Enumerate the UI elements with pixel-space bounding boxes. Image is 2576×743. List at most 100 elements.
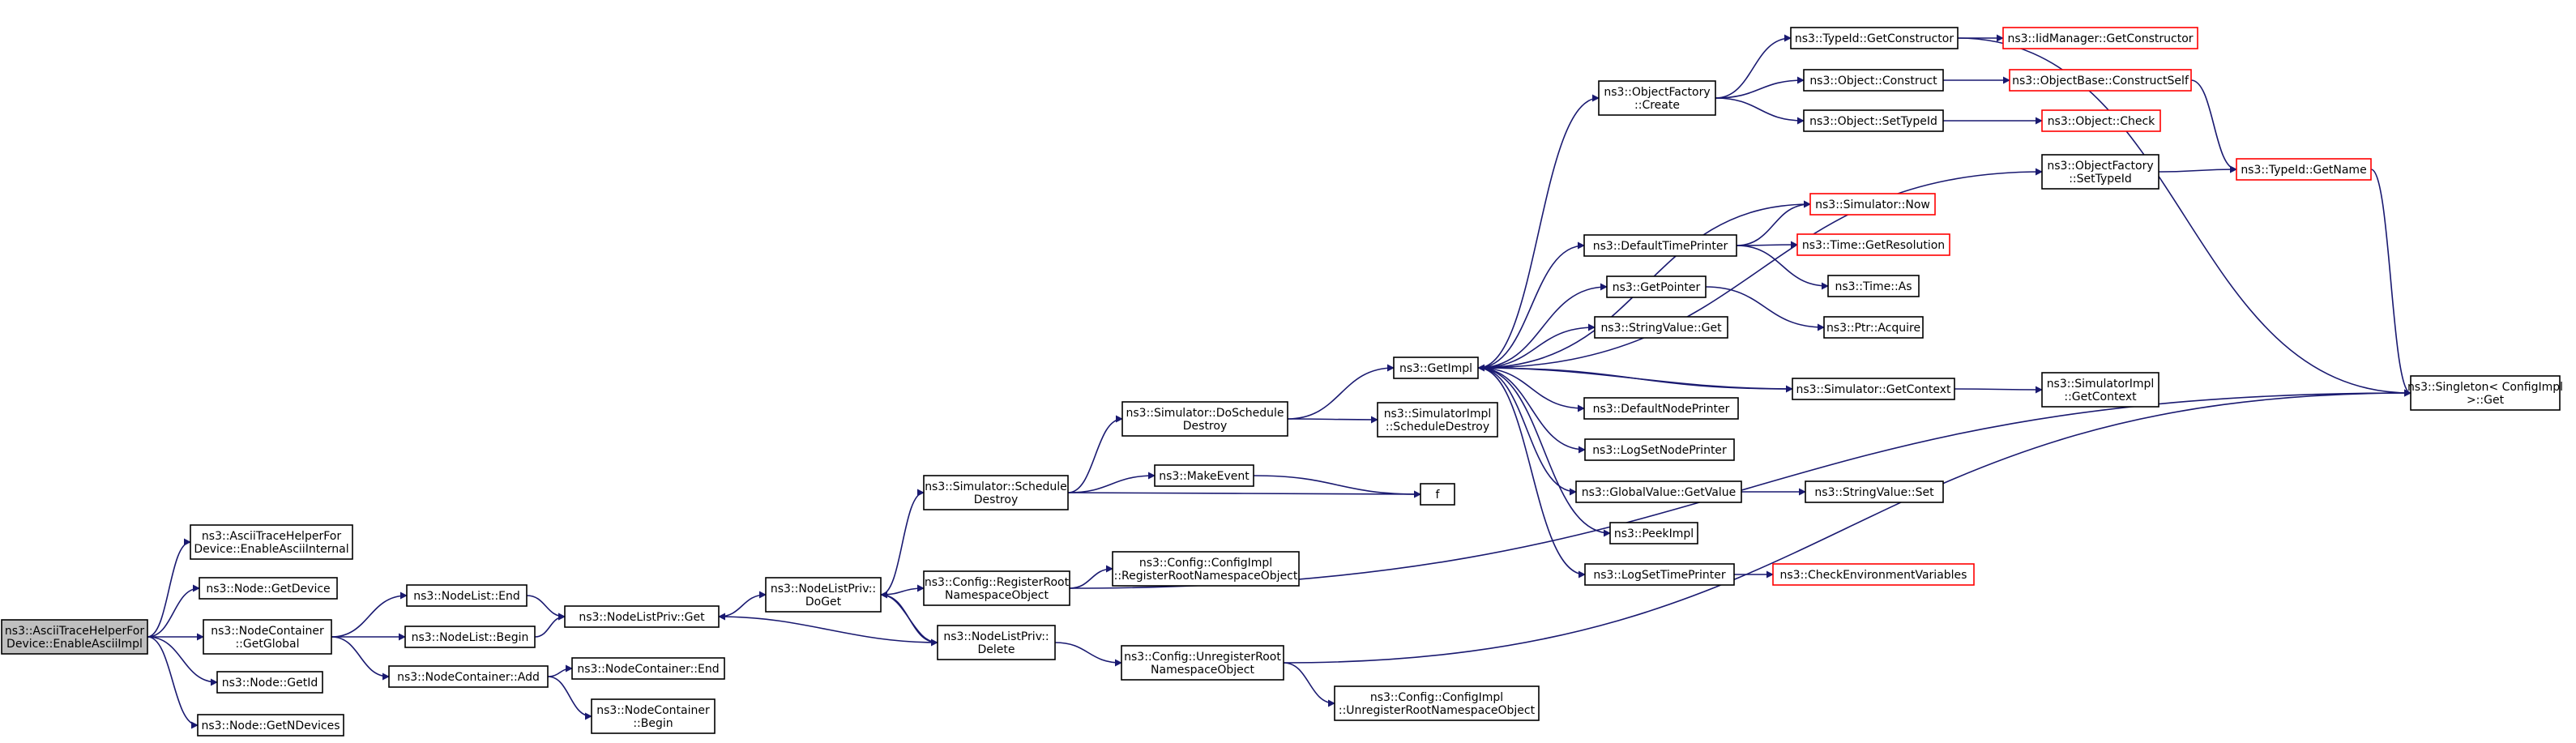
edge-make-event-to-f xyxy=(1253,475,1421,498)
node-object-factory-set-type-id[interactable]: ns3::ObjectFactory::SetTypeId xyxy=(2041,154,2159,190)
node-f[interactable]: f xyxy=(1420,483,1455,506)
node-label-line: ns3::NodeListPriv:: xyxy=(771,583,876,596)
node-box xyxy=(937,625,1056,660)
node-box xyxy=(406,584,528,607)
node-node-get-ndevices[interactable]: ns3::Node::GetNDevices xyxy=(197,714,344,737)
node-node-list-priv-delete[interactable]: ns3::NodeListPriv::Delete xyxy=(937,625,1056,660)
node-label-line: ns3::TypeId::GetConstructor xyxy=(1795,32,1954,45)
node-label-line: ns3::Time::GetResolution xyxy=(1802,239,1945,252)
node-peek-impl[interactable]: ns3::PeekImpl xyxy=(1609,522,1698,544)
node-make-event[interactable]: ns3::MakeEvent xyxy=(1154,464,1254,487)
node-log-set-time-printer[interactable]: ns3::LogSetTimePrinter xyxy=(1584,563,1735,586)
node-log-set-node-printer[interactable]: ns3::LogSetNodePrinter xyxy=(1584,438,1735,461)
node-box xyxy=(1823,316,1924,339)
edge-object-factory-create-to-object-set-type-id xyxy=(1715,97,1805,125)
node-box xyxy=(1584,563,1735,586)
node-node-list-begin[interactable]: ns3::NodeList::Begin xyxy=(404,626,536,648)
node-box xyxy=(1790,27,1959,49)
node-object-construct[interactable]: ns3::Object::Construct xyxy=(1803,69,1944,92)
node-node-get-device[interactable]: ns3::Node::GetDevice xyxy=(199,577,338,600)
node-box xyxy=(1606,275,1707,298)
node-object-factory-create[interactable]: ns3::ObjectFactory::Create xyxy=(1598,80,1716,116)
node-label-line: ns3::Node::GetDevice xyxy=(206,583,330,596)
node-default-time-printer[interactable]: ns3::DefaultTimePrinter xyxy=(1583,234,1737,257)
node-node-container-begin[interactable]: ns3::NodeContainer::Begin xyxy=(591,698,716,734)
node-box xyxy=(1334,685,1540,721)
edge-get-pointer-to-ptr-acquire xyxy=(1705,286,1825,331)
node-label-line: ns3::LogSetTimePrinter xyxy=(1593,569,1726,582)
node-node-list-priv-get[interactable]: ns3::NodeListPriv::Get xyxy=(564,605,720,628)
edge-simulator-schedule-destroy-to-f xyxy=(1067,490,1421,498)
node-label-line: ns3::Config::ConfigImpl xyxy=(1370,691,1503,704)
node-box xyxy=(1583,234,1737,257)
node-label-line: DoGet xyxy=(805,596,842,608)
node-time-get-resolution[interactable]: ns3::Time::GetResolution xyxy=(1796,233,1950,256)
node-check-environment-variables[interactable]: ns3::CheckEnvironmentVariables xyxy=(1772,563,1975,586)
node-box xyxy=(1803,69,1944,92)
node-node-list-priv-do-get[interactable]: ns3::NodeListPriv::DoGet xyxy=(765,577,882,613)
node-node-list-end[interactable]: ns3::NodeList::End xyxy=(406,584,528,607)
node-object-base-construct-self[interactable]: ns3::ObjectBase::ConstructSelf xyxy=(2009,69,2192,92)
node-box xyxy=(1112,551,1300,587)
node-node-container-end[interactable]: ns3::NodeContainer::End xyxy=(571,657,725,680)
node-label-line: ns3::NodeContainer::Add xyxy=(397,671,540,684)
node-config-impl-register-root[interactable]: ns3::Config::ConfigImpl::RegisterRootNam… xyxy=(1112,551,1300,587)
node-type-id-get-constructor[interactable]: ns3::TypeId::GetConstructor xyxy=(1790,27,1959,49)
edge-node-list-priv-get-to-node-list-priv-do-get xyxy=(718,591,767,617)
node-box xyxy=(190,524,353,560)
node-config-register-root[interactable]: ns3::Config::RegisterRootNamespaceObject xyxy=(923,570,1070,606)
node-ptr-acquire[interactable]: ns3::Ptr::Acquire xyxy=(1823,316,1924,339)
node-global-value-get-value[interactable]: ns3::GlobalValue::GetValue xyxy=(1575,480,1742,503)
node-box xyxy=(2410,375,2561,411)
edge-type-id-get-name-to-singleton-get xyxy=(2370,169,2412,397)
node-node-get-id[interactable]: ns3::Node::GetId xyxy=(216,671,323,694)
node-box xyxy=(197,714,344,737)
node-iid-manager-get-constructor[interactable]: ns3::IidManager::GetConstructor xyxy=(2002,27,2198,49)
node-default-node-printer[interactable]: ns3::DefaultNodePrinter xyxy=(1583,397,1739,420)
node-config-unregister-root[interactable]: ns3::Config::UnregisterRootNamespaceObje… xyxy=(1121,645,1284,681)
node-label-line: Device::EnableAsciiImpl xyxy=(6,638,143,651)
edge-simulator-get-context-to-simulator-impl-get-context xyxy=(1954,386,2043,394)
edge-object-factory-create-to-type-id-get-constructor xyxy=(1715,34,1792,99)
node-root[interactable]: ns3::AsciiTraceHelperForDevice::EnableAs… xyxy=(1,619,148,655)
node-box xyxy=(1575,480,1742,503)
node-label-line: NamespaceObject xyxy=(1151,664,1254,677)
edge-node-list-begin-to-node-list-priv-get xyxy=(534,613,566,638)
node-singleton-get[interactable]: ns3::Singleton< ConfigImpl >::Get xyxy=(2407,375,2563,411)
node-object-set-type-id[interactable]: ns3::Object::SetTypeId xyxy=(1803,109,1944,132)
node-simulator-now[interactable]: ns3::Simulator::Now xyxy=(1809,193,1936,216)
node-config-impl-unregister-root[interactable]: ns3::Config::ConfigImpl::UnregisterRootN… xyxy=(1334,685,1540,721)
node-label-line: ns3::StringValue::Get xyxy=(1600,322,1722,335)
node-label-line: ns3::ObjectFactory xyxy=(2047,160,2153,173)
node-label-line: ns3::TypeId::GetName xyxy=(2241,164,2366,177)
node-simulator-impl-schedule-destroy[interactable]: ns3::SimulatorImpl::ScheduleDestroy xyxy=(1377,402,1498,438)
edge-object-factory-set-type-id-to-type-id-get-name xyxy=(2158,165,2237,173)
edge-simulator-do-schedule-destroy-to-get-impl xyxy=(1287,364,1395,420)
node-box xyxy=(564,605,720,628)
node-simulator-schedule-destroy[interactable]: ns3::Simulator::ScheduleDestroy xyxy=(923,475,1069,510)
edge-get-impl-to-object-factory-set-type-id xyxy=(1477,168,2043,369)
node-get-pointer[interactable]: ns3::GetPointer xyxy=(1606,275,1707,298)
node-simulator-get-context[interactable]: ns3::Simulator::GetContext xyxy=(1792,378,1955,400)
node-node-container-get-global[interactable]: ns3::NodeContainer::GetGlobal xyxy=(203,619,332,655)
node-time-as[interactable]: ns3::Time::As xyxy=(1827,275,1920,297)
node-label-line: ::GetGlobal xyxy=(235,638,299,651)
node-object-check[interactable]: ns3::Object::Check xyxy=(2041,109,2161,132)
node-simulator-impl-get-context[interactable]: ns3::SimulatorImpl::GetContext xyxy=(2041,372,2159,408)
node-string-value-set[interactable]: ns3::StringValue::Set xyxy=(1805,480,1944,503)
node-box xyxy=(2041,154,2159,190)
node-label-line: Device::EnableAsciiInternal xyxy=(194,543,348,556)
node-label-line: ns3::LogSetNodePrinter xyxy=(1592,444,1727,457)
node-enable-ascii-internal[interactable]: ns3::AsciiTraceHelperForDevice::EnableAs… xyxy=(190,524,353,560)
node-label-line: ::GetContext xyxy=(2064,391,2137,404)
node-get-impl[interactable]: ns3::GetImpl xyxy=(1393,357,1479,379)
node-type-id-get-name[interactable]: ns3::TypeId::GetName xyxy=(2236,158,2372,181)
node-box xyxy=(1583,397,1739,420)
node-label-line: ns3::Object::Check xyxy=(2048,115,2155,128)
edge-get-impl-to-string-value-get xyxy=(1477,323,1596,369)
node-label-line: Destroy xyxy=(974,493,1018,506)
node-node-container-add[interactable]: ns3::NodeContainer::Add xyxy=(388,665,549,688)
node-string-value-get[interactable]: ns3::StringValue::Get xyxy=(1594,316,1728,339)
edge-node-list-priv-do-get-to-simulator-schedule-destroy xyxy=(880,489,925,596)
